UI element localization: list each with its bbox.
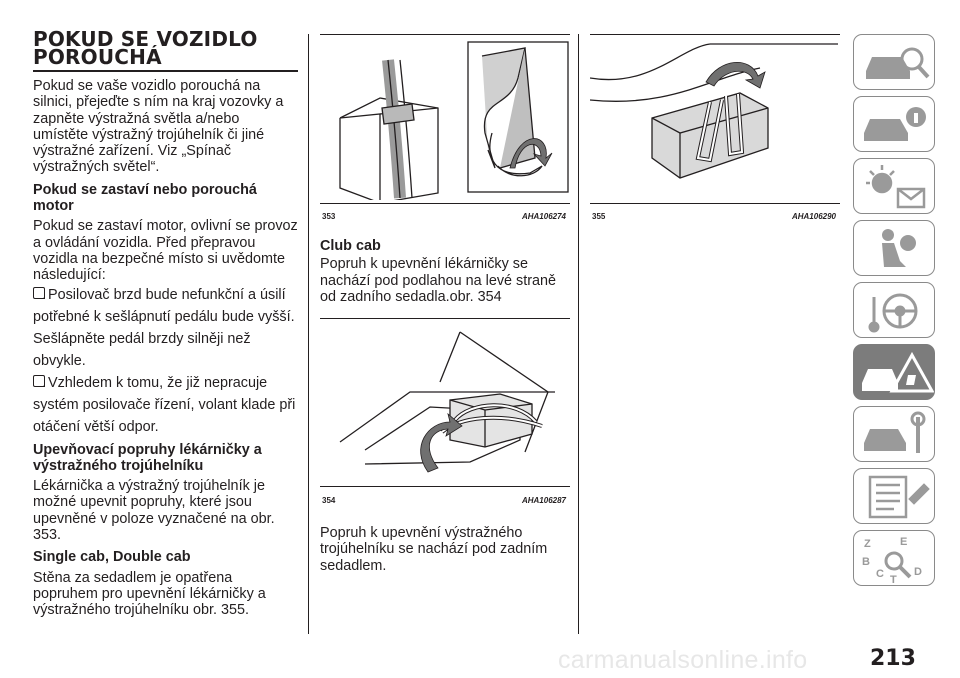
figure-code: AHA106287 [521,496,566,505]
tab-warning-lights[interactable] [853,158,935,214]
specs-list-icon [868,475,930,519]
straps-paragraph: Lékárnička a výstražný trojúhelník je mo… [33,478,275,544]
figure-bottom-rule [320,203,570,204]
svg-text:D: D [914,566,922,578]
svg-text:Z: Z [864,538,871,550]
tab-airbag-seat[interactable] [853,220,935,276]
car-info-icon [864,107,926,141]
svg-text:T: T [890,574,897,586]
breakdown-triangle-icon [862,351,934,393]
rotate-arrow-icon [705,61,766,89]
svg-text:E: E [900,536,907,548]
index-search-icon: Z E BC D T [862,536,922,586]
airbag-seat-icon [882,229,916,267]
figure-355-caption: 355 AHA106290 [592,212,836,221]
engine-stop-paragraph: Pokud se zastaví motor, ovlivní se provo… [33,218,298,284]
svg-text:C: C [876,568,884,580]
heading-straps: Upevňovací popruhy lékárničky a výstražn… [33,441,262,474]
figure-bottom-rule [590,203,840,204]
page-number: 213 [870,646,916,671]
figure-code: AHA106274 [521,212,566,221]
figure-number: 355 [592,212,606,221]
intro-paragraph: Pokud se vaše vozidlo porouchá na silnic… [33,78,284,176]
text-column-left: POKUD SE VOZIDLO POROUCHÁ Pokud se vaše … [33,29,298,625]
bullet-brake-booster: Posilovač brzd bude nefunkční a úsilí po… [33,286,295,369]
watermark: carmanualsonline.info [558,646,808,674]
car-search-icon [866,47,930,79]
tab-steering-key[interactable] [853,282,935,338]
bullet-icon [33,374,45,387]
figure-353-caption: 353 AHA106274 [322,212,566,221]
steering-key-icon [868,293,918,333]
section-title: POKUD SE VOZIDLO POROUCHÁ [33,29,298,72]
figure-355-wall-strap [590,43,838,179]
warning-lights-icon [866,165,926,209]
tab-car-service[interactable] [853,406,935,462]
heading-single-double-cab: Single cab, Double cab [33,549,191,566]
bullet-icon [33,286,45,299]
figure-354-caption: 354 AHA106287 [322,496,566,505]
triangle-strap-paragraph: Popruh k upevnění výstražného trojúhelní… [320,525,548,574]
figure-top-rule [320,34,570,35]
figure-number: 354 [322,496,336,505]
tab-breakdown[interactable] [853,344,935,400]
figure-top-rule [320,318,570,319]
text-column-middle: Club cab Popruh k upevnění lékárničky se… [320,238,570,311]
club-cab-paragraph: Popruh k upevnění lékárničky se nachází … [320,256,557,305]
svg-text:B: B [862,556,870,568]
figure-354-under-floor-strap [339,331,555,473]
text-column-middle-lower: Popruh k upevnění výstražného trojúhelní… [320,525,570,580]
rotate-arrow-icon [420,412,463,473]
column-divider [578,34,579,634]
car-service-icon [864,411,926,453]
tab-car-info[interactable] [853,96,935,152]
tab-car-search[interactable] [853,34,935,90]
bullet-power-steering: Vzhledem k tomu, že již nepracuje systém… [33,374,296,435]
figure-353-strap-illustration [339,41,569,200]
tab-specs-list[interactable] [853,468,935,524]
figure-code: AHA106290 [791,212,836,221]
figure-number: 353 [322,212,336,221]
rotate-arrow-icon [509,138,553,169]
figure-bottom-rule [320,486,570,487]
column-divider [308,34,309,634]
single-double-cab-paragraph: Stěna za sedadlem je opatřena popruhem p… [33,569,266,619]
figure-top-rule [590,34,840,35]
heading-engine-stop: Pokud se zastaví nebo porouchá motor [33,181,257,215]
heading-club-cab: Club cab [320,238,381,254]
